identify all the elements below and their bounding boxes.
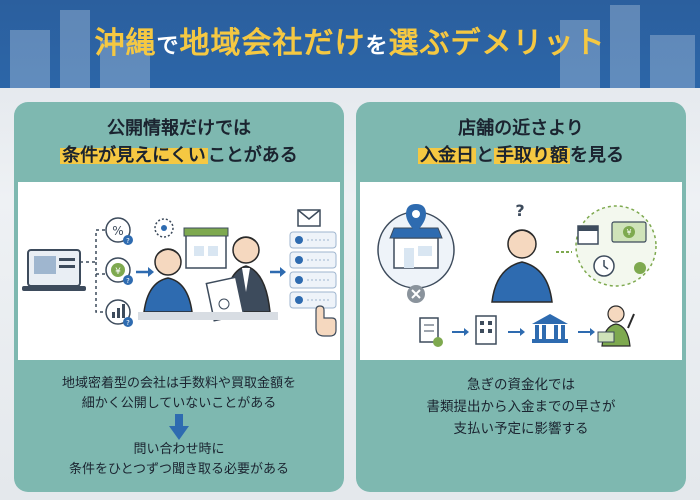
heading-line2: 入金日と手取り額を見る xyxy=(356,142,686,170)
happy-person-icon xyxy=(597,305,635,347)
text-line: 条件をひとつずつ聞き取る必要がある xyxy=(68,462,290,477)
text-line: 支払い予定に影響する xyxy=(453,421,589,437)
cross-mark-icon xyxy=(407,285,425,303)
pointer-hand-icon xyxy=(315,305,337,337)
text-line: 細かく公開していないことがある xyxy=(81,396,277,411)
svg-text:?: ? xyxy=(515,201,524,220)
bank-icon xyxy=(532,314,568,343)
svg-text:¥: ¥ xyxy=(115,267,121,277)
heading-rest: ことがある xyxy=(207,145,298,166)
heading-rest: と xyxy=(476,145,494,166)
title-particle: で xyxy=(156,34,180,59)
illustration-comparison: ? ¥ xyxy=(360,182,682,360)
heading-highlight: 入金日 xyxy=(418,145,476,166)
text-line: 地域密着型の会社は手数料や買取金額を xyxy=(61,376,296,391)
heading-line2: 条件が見えにくいことがある xyxy=(14,142,344,170)
title-particle: を xyxy=(365,34,389,59)
question-list xyxy=(289,231,337,309)
title-demerit: 選ぶデメリット xyxy=(388,26,606,61)
heading-line1: 公開情報だけでは xyxy=(107,118,251,139)
explanation-text: 急ぎの資金化では 書類提出から入金までの早さが 支払い予定に影響する xyxy=(356,374,686,440)
arrow-down-icon xyxy=(169,414,189,440)
percent-icon: % ? xyxy=(105,217,133,245)
header-banner: 沖縄で地域会社だけを選ぶデメリット xyxy=(0,0,700,88)
illustration-consultation: % ? ¥ ? ? xyxy=(18,182,340,360)
store-icon xyxy=(183,227,229,269)
svg-text:?: ? xyxy=(126,277,130,285)
store-icon xyxy=(377,211,455,289)
title-okinawa: 沖縄 xyxy=(94,26,157,61)
card-public-info: 公開情報だけでは 条件が見えにくいことがある % xyxy=(14,102,344,492)
text-line: 書類提出から入金までの早さが xyxy=(426,399,616,415)
mail-icon xyxy=(297,209,321,227)
svg-text:?: ? xyxy=(126,237,130,245)
heading-rest: を見る xyxy=(570,145,624,166)
thinking-person: ? xyxy=(491,201,553,303)
text-line: 急ぎの資金化では xyxy=(467,377,575,393)
document-icon xyxy=(419,317,443,347)
heading-highlight: 手取り額 xyxy=(494,145,570,166)
svg-text:%: % xyxy=(112,224,123,238)
office-building-icon xyxy=(475,315,497,345)
bar-chart-icon: ? xyxy=(105,299,133,327)
gear-icon xyxy=(154,218,174,238)
map-pin-icon xyxy=(406,204,426,232)
svg-text:¥: ¥ xyxy=(626,228,631,237)
schedule-money-icon: ¥ xyxy=(575,205,657,287)
page-title: 沖縄で地域会社だけを選ぶデメリット xyxy=(0,18,700,62)
yen-icon: ¥ ? xyxy=(105,257,133,285)
card-heading: 公開情報だけでは 条件が見えにくいことがある xyxy=(14,116,344,170)
city-skyline-background xyxy=(10,5,695,88)
title-local-company: 地域会社だけ xyxy=(179,26,366,61)
text-line: 問い合わせ時に xyxy=(133,442,225,457)
card-payment-date: 店舗の近さより 入金日と手取り額を見る xyxy=(356,102,686,492)
card-heading: 店舗の近さより 入金日と手取り額を見る xyxy=(356,116,686,170)
explanation-text: 地域密着型の会社は手数料や買取金額を 細かく公開していないことがある xyxy=(14,374,344,414)
heading-highlight: 条件が見えにくい xyxy=(60,145,208,166)
conclusion-text: 問い合わせ時に 条件をひとつずつ聞き取る必要がある xyxy=(14,440,344,480)
heading-line1: 店舗の近さより xyxy=(458,118,584,139)
svg-text:?: ? xyxy=(126,319,130,327)
customer-person xyxy=(143,248,193,313)
laptop-icon xyxy=(22,249,86,291)
